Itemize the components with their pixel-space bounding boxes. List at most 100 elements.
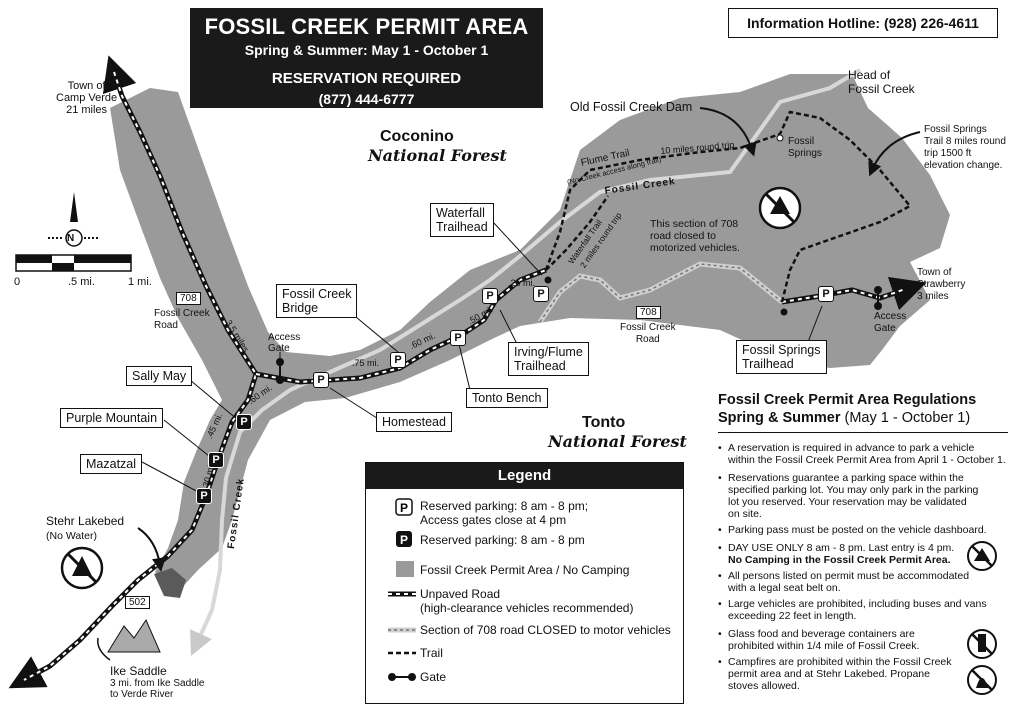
parking-irving: P <box>482 288 498 304</box>
legend-item-gate: Gate <box>420 670 447 684</box>
regulations-subtitle: Spring & Summer (May 1 - October 1) <box>718 410 971 426</box>
parking-mazatzal: P <box>196 488 212 504</box>
no-campfire-icon <box>967 665 997 695</box>
waterfall-trail <box>545 195 610 271</box>
north-arrow-icon <box>48 192 100 247</box>
scale-half: .5 mi. <box>68 276 95 288</box>
regulation-item: •DAY USE ONLY 8 am - 8 pm. Last entry is… <box>718 542 955 566</box>
parking-purple-mountain: P <box>208 452 224 468</box>
legend-item-reserved: Reserved parking: 8 am - 8 pm <box>420 533 585 547</box>
scale-bar <box>15 254 132 272</box>
road-708-shield-b: 708 <box>636 306 661 319</box>
parking-homestead: P <box>313 372 329 388</box>
legend-p-solid-icon: P <box>396 531 412 547</box>
regulation-item: •A reservation is required in advance to… <box>718 442 1006 466</box>
stehr-lakebed-label: Stehr Lakebed <box>46 514 125 528</box>
fossil-springs-dot <box>776 134 784 142</box>
coconino-label: Coconino <box>380 128 454 145</box>
tonto-bench-label: Tonto Bench <box>466 388 548 408</box>
regulation-item: •Parking pass must be posted on the vehi… <box>718 524 987 536</box>
no-camping-icon-reg <box>967 541 997 571</box>
homestead-label: Homestead <box>376 412 452 432</box>
regulation-item: •All persons listed on permit must be ac… <box>718 570 970 594</box>
road-708-shield-a: 708 <box>176 292 201 305</box>
sally-may-label: Sally May <box>126 366 193 386</box>
stehr-lakebed-shape <box>154 568 186 598</box>
parking-sally-may: P <box>236 414 252 430</box>
regulation-item: •Reservations guarantee a parking space … <box>718 472 979 520</box>
regulations-panel: Fossil Creek Permit Area Regulations Spr… <box>718 392 1008 437</box>
no-camping-icon-map-left <box>60 546 104 590</box>
info-hotline: Information Hotline: (928) 226-4611 <box>728 8 998 38</box>
stehr-lakebed-sub: (No Water) <box>46 530 97 542</box>
ike-saddle-mountains-icon <box>107 618 161 653</box>
legend-symbols: P P <box>388 498 416 681</box>
legend-permit-swatch <box>396 561 414 577</box>
regulation-item: •Campfires are prohibited within the Fos… <box>718 656 952 692</box>
svg-text:P: P <box>400 533 408 547</box>
legend-p-outline-icon: P <box>395 498 413 516</box>
legend-item-trail: Trail <box>420 646 443 660</box>
legend-item-closed: Section of 708 road CLOSED to motor vehi… <box>420 623 671 637</box>
regulations-title: Fossil Creek Permit Area Regulations <box>718 392 977 408</box>
north-label: N <box>67 233 75 244</box>
stehr-arrow <box>137 527 166 572</box>
legend-item-unpaved: Unpaved Road(high-clearance vehicles rec… <box>420 587 634 615</box>
no-glass-icon <box>967 629 997 659</box>
flume-trail <box>544 132 781 271</box>
tonto-label: Tonto <box>582 414 626 431</box>
svg-text:P: P <box>400 501 408 515</box>
header-reservation: RESERVATION REQUIRED <box>271 70 462 87</box>
no-camping-icon-map-right <box>758 186 802 230</box>
fs-trail-arrow <box>868 131 921 177</box>
legend-item-reserved-gates: Reserved parking: 8 am - 8 pm;Access gat… <box>420 499 589 527</box>
scale-zero: 0 <box>14 276 21 288</box>
legend-item-permit-area: Fossil Creek Permit Area / No Camping <box>420 563 630 577</box>
scale-one: 1 mi. <box>128 276 152 288</box>
fossil-creek-line <box>190 68 862 656</box>
road-502-shield: 502 <box>125 596 150 609</box>
old-dam-label: Old Fossil Creek Dam <box>570 100 693 114</box>
parking-fossil-springs: P <box>818 286 834 302</box>
regulation-item: •Large vehicles are prohibited, includin… <box>718 598 987 622</box>
ike-saddle-label: Ike Saddle <box>110 664 167 678</box>
permit-area-shape <box>110 74 950 592</box>
gate-symbol-right <box>874 286 882 310</box>
legend-gate-icon <box>388 673 416 681</box>
header-season: Spring & Summer: May 1 - October 1 <box>244 42 489 58</box>
tonto-nf-label: National Forest <box>548 432 687 451</box>
dam-arrow <box>699 107 757 157</box>
header-title: FOSSIL CREEK PERMIT AREA <box>204 14 529 39</box>
parking-bridge: P <box>390 352 406 368</box>
gate-symbol-fs <box>544 276 788 316</box>
permit-area-header: FOSSIL CREEK PERMIT AREA Spring & Summer… <box>190 8 543 108</box>
mileage-75: .75 mi. <box>352 358 380 368</box>
header-phone: (877) 444-6777 <box>318 91 415 107</box>
mazatzal-label: Mazatzal <box>80 454 143 474</box>
parking-waterfall: P <box>533 286 549 302</box>
legend-panel: Legend P P Reserved parking: 8 am - 8 pm… <box>365 462 684 704</box>
purple-mountain-label: Purple Mountain <box>60 408 164 428</box>
legend-title: Legend <box>366 463 683 489</box>
regulation-icons <box>967 541 997 695</box>
ike-arrow <box>97 637 111 661</box>
mileage-25: .25 mi. <box>508 278 536 288</box>
